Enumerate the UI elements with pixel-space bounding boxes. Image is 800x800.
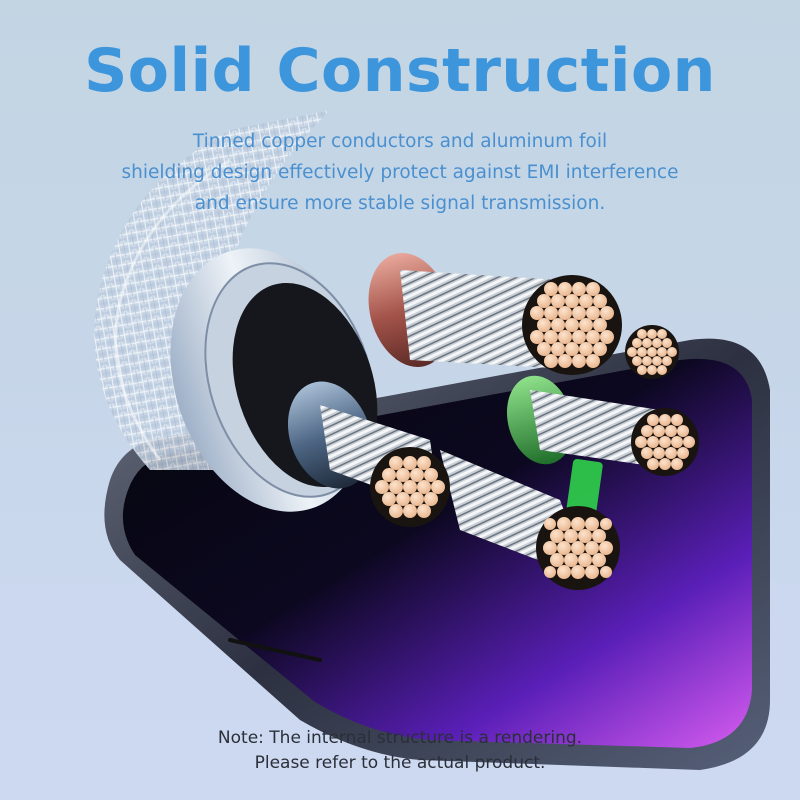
description-line: shielding design effectively protect aga…: [121, 162, 679, 183]
page-title: Solid Construction: [84, 36, 716, 106]
description-line: Tinned copper conductors and aluminum fo…: [192, 131, 608, 152]
note-line: Please refer to the actual product.: [254, 753, 546, 773]
disclaimer-note: Note: The internal structure is a render…: [0, 726, 800, 776]
note-line: Note: The internal structure is a render…: [217, 728, 583, 748]
description-line: and ensure more stable signal transmissi…: [194, 193, 606, 214]
feature-description: Tinned copper conductors and aluminum fo…: [0, 126, 800, 219]
copper-conductor-bundles: [370, 275, 699, 590]
